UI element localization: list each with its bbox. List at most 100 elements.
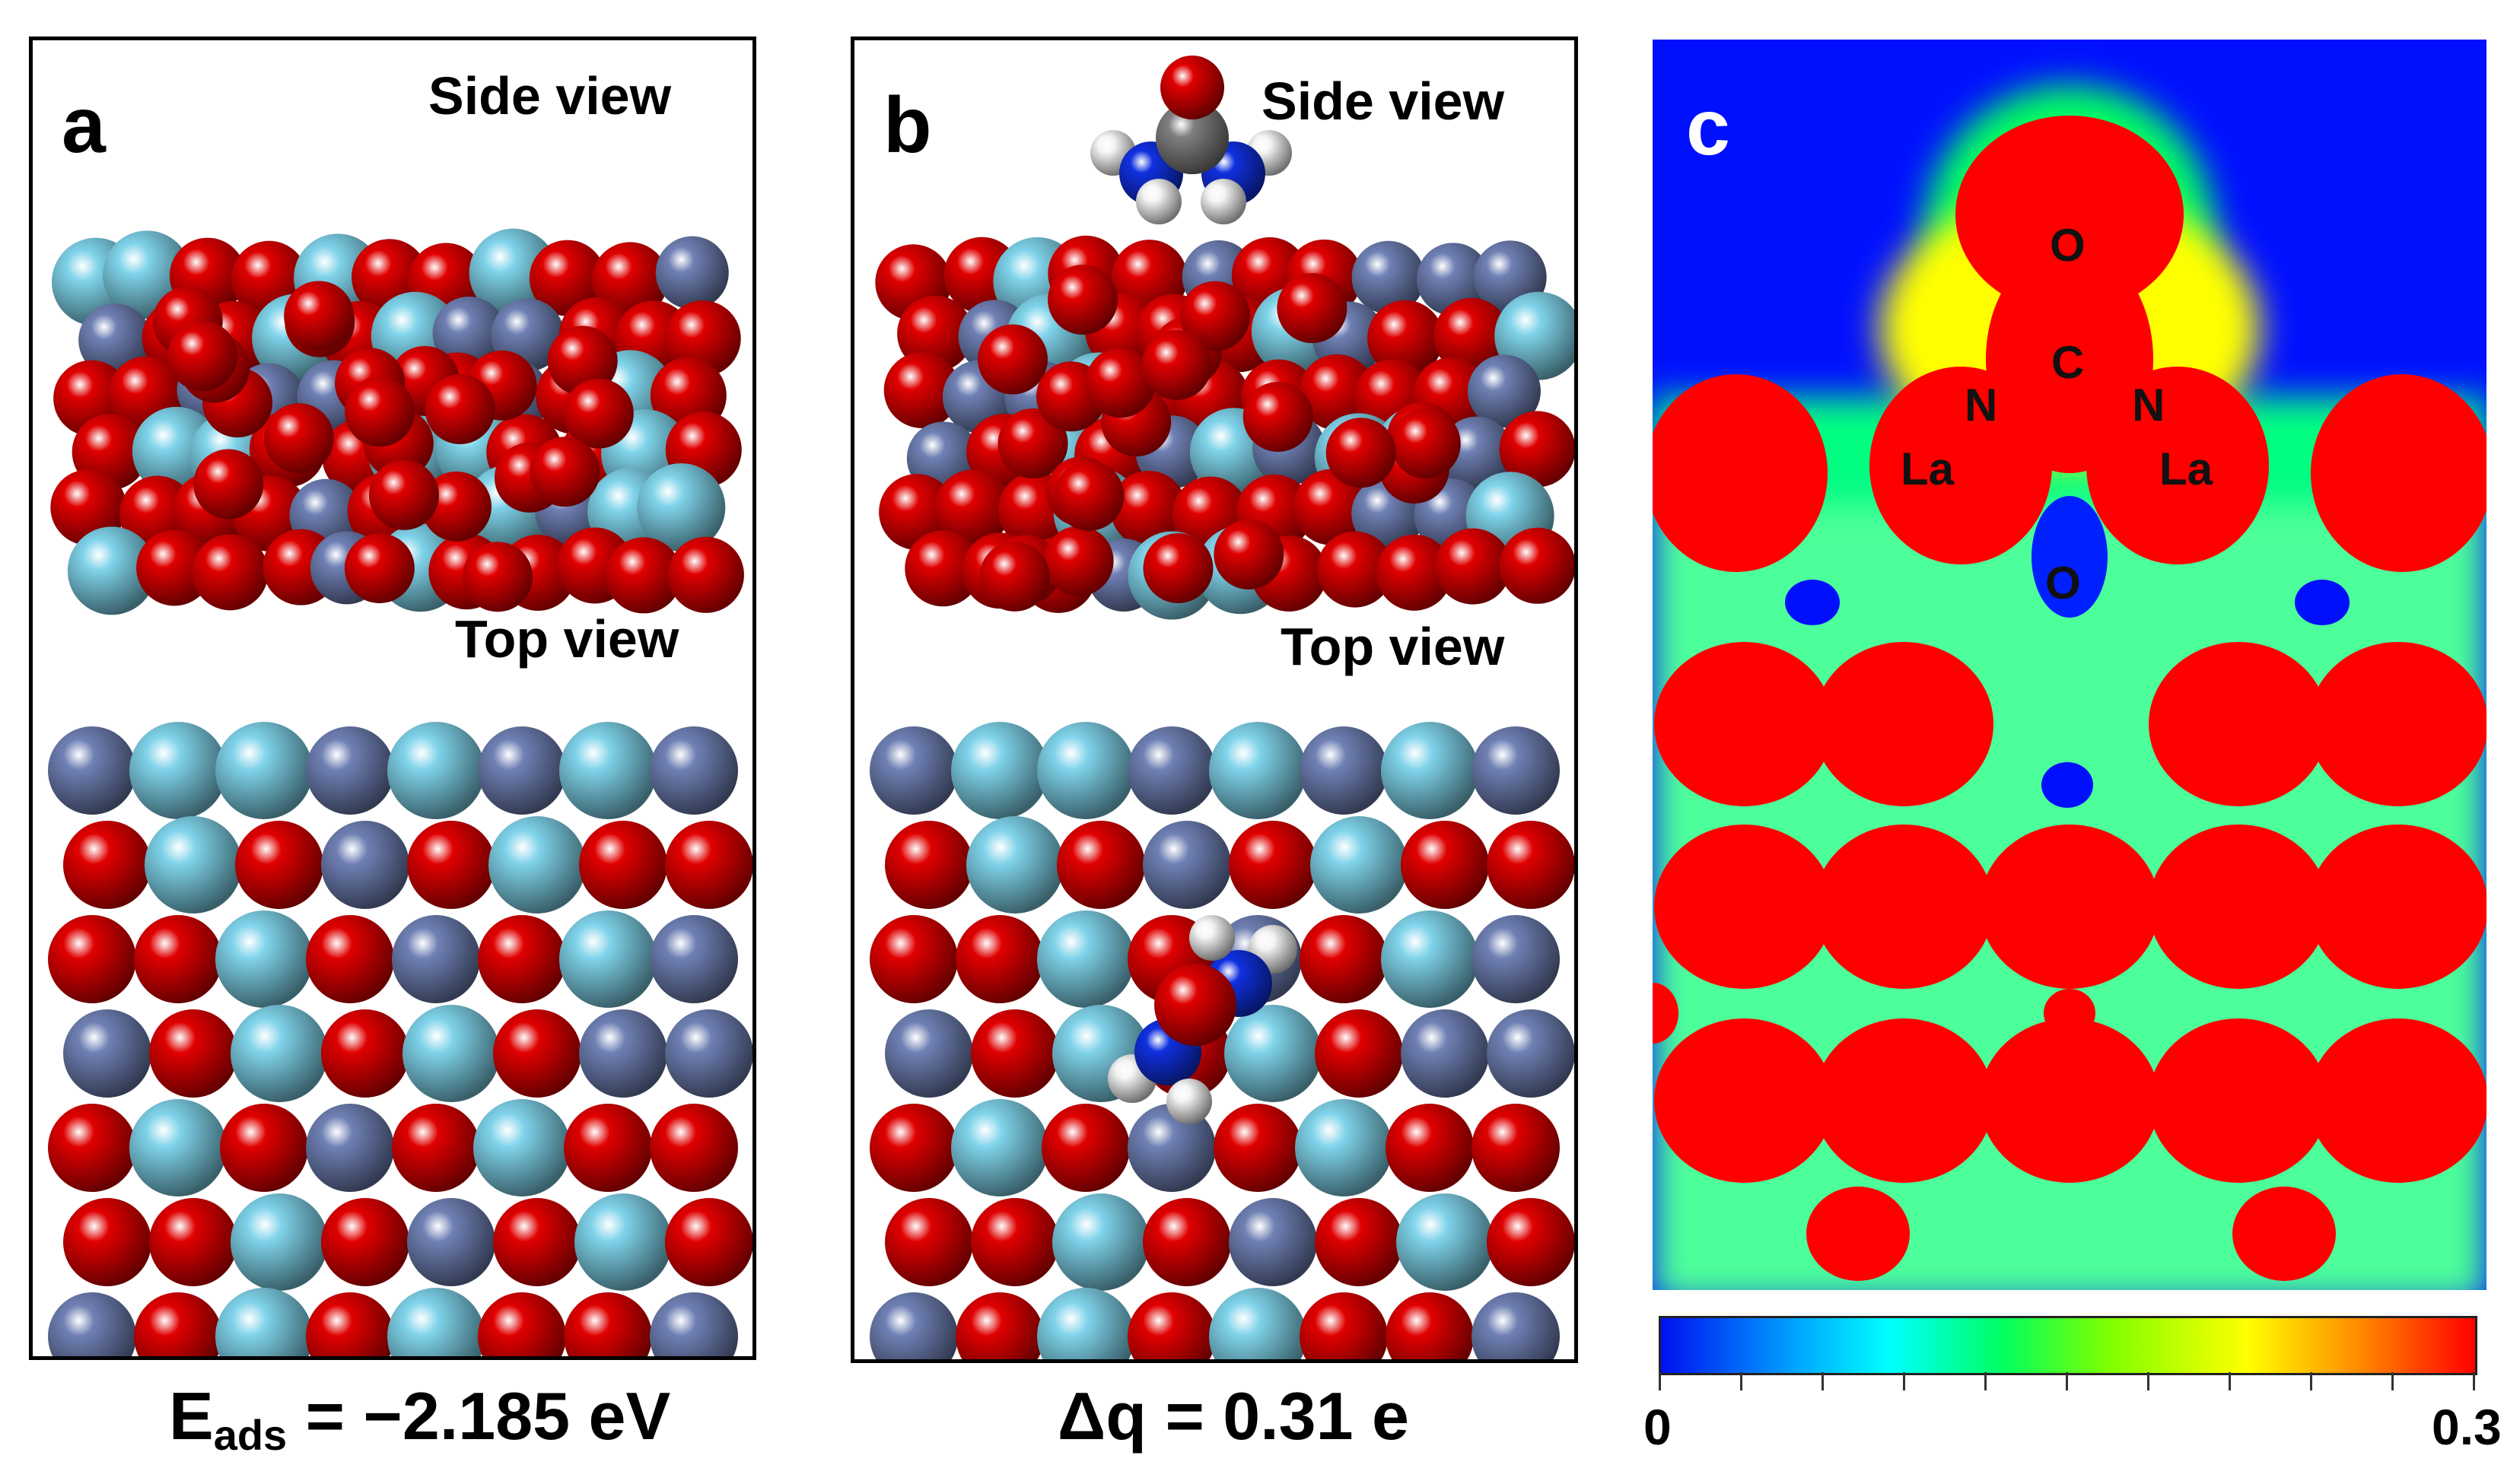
oxygen-atom bbox=[1085, 348, 1156, 418]
oxygen-atom bbox=[306, 915, 394, 1003]
oxygen-atom bbox=[664, 300, 741, 377]
lanthanum-atom bbox=[473, 1099, 571, 1196]
lanthanum-atom bbox=[1396, 1193, 1494, 1291]
panel-b-label: b bbox=[883, 81, 932, 170]
metal-atom bbox=[48, 726, 136, 815]
colorbar-tick bbox=[2229, 1372, 2231, 1390]
oxygen-atom bbox=[870, 1104, 958, 1192]
oxygen-atom bbox=[1160, 56, 1224, 119]
oxygen-atom bbox=[563, 378, 634, 449]
lanthanum-atom bbox=[387, 722, 485, 819]
oxygen-atom bbox=[136, 529, 213, 606]
oxygen-atom bbox=[1315, 1009, 1403, 1098]
oxygen-atom bbox=[606, 537, 682, 614]
oxygen-atom bbox=[1180, 281, 1251, 351]
oxygen-density-core bbox=[1955, 116, 2184, 313]
oxygen-atom bbox=[971, 1198, 1059, 1286]
lanthanum-atom bbox=[1209, 722, 1306, 819]
oxygen-atom bbox=[48, 1104, 136, 1192]
oxygen-atom bbox=[50, 469, 127, 546]
oxygen-atom bbox=[1401, 821, 1489, 909]
oxygen-atom bbox=[1277, 273, 1347, 344]
oxygen-atom bbox=[134, 915, 222, 1003]
metal-atom bbox=[1472, 915, 1560, 1003]
lanthanum-atom bbox=[1037, 910, 1134, 1008]
oxygen-atom bbox=[48, 915, 136, 1003]
oxygen-atom bbox=[1499, 411, 1574, 488]
lanthanum-atom bbox=[966, 816, 1064, 914]
metal-atom bbox=[1401, 1009, 1489, 1098]
oxygen-atom bbox=[665, 821, 752, 909]
oxygen-atom bbox=[956, 915, 1044, 1003]
metal-atom bbox=[1416, 243, 1490, 316]
lanthanum-atom bbox=[67, 526, 156, 615]
metal-atom bbox=[650, 726, 738, 815]
hydrogen-atom bbox=[1166, 1079, 1212, 1124]
lattice-atom-density bbox=[2149, 642, 2328, 806]
metal-atom bbox=[665, 1009, 752, 1098]
lattice-atom-density bbox=[2308, 825, 2487, 989]
lanthanum-atom bbox=[387, 1288, 485, 1356]
lanthanum-atom bbox=[559, 910, 657, 1008]
oxygen-atom bbox=[592, 242, 669, 319]
lanthanum-atom bbox=[402, 1005, 500, 1102]
oxygen-atom bbox=[167, 320, 238, 391]
colorbar-tick bbox=[1984, 1372, 1987, 1390]
oxygen-atom bbox=[1048, 264, 1118, 335]
lanthanum-atom bbox=[1224, 1005, 1322, 1102]
lanthanum-atom bbox=[951, 1099, 1048, 1196]
oxygen-atom bbox=[368, 459, 439, 530]
edge-left-density bbox=[1653, 374, 1828, 572]
metal-atom bbox=[655, 236, 729, 310]
lattice-atom-density bbox=[1653, 983, 1678, 1044]
oxygen-atom bbox=[1376, 534, 1452, 611]
eads-symbol: E bbox=[169, 1378, 214, 1454]
lanthanum-atom bbox=[215, 722, 313, 819]
oxygen-atom bbox=[1299, 354, 1376, 431]
metal-atom bbox=[650, 915, 738, 1003]
oxygen-atom bbox=[478, 915, 566, 1003]
charge-transfer-caption: Δq = 0.31 e bbox=[1058, 1378, 1409, 1454]
oxygen-atom bbox=[1499, 527, 1574, 604]
oxygen-atom bbox=[979, 541, 1050, 612]
metal-atom bbox=[579, 1009, 667, 1098]
oxygen-atom bbox=[1141, 329, 1212, 400]
oxygen-atom bbox=[306, 1292, 394, 1356]
oxygen-atom bbox=[1316, 531, 1393, 608]
lanthanum-atom bbox=[574, 1193, 672, 1291]
la-left-density bbox=[1869, 367, 2052, 564]
metal-atom bbox=[650, 1292, 738, 1356]
oxygen-atom bbox=[1110, 471, 1187, 548]
colorbar-max-label: 0.3 bbox=[2432, 1399, 2502, 1455]
adsorption-energy-caption: Eads = −2.185 eV bbox=[169, 1383, 670, 1457]
oxygen-atom bbox=[885, 1198, 973, 1286]
metal-atom bbox=[392, 915, 480, 1003]
lattice-atom-density bbox=[2232, 1187, 2336, 1281]
lattice-atom-density bbox=[2308, 1018, 2487, 1183]
depletion-hole bbox=[1785, 580, 1840, 625]
panel-b-top-view-label: Top view bbox=[1281, 617, 1505, 676]
oxygen-atom bbox=[235, 821, 323, 909]
panel-c-label: c bbox=[1686, 84, 1730, 172]
oxygen-atom bbox=[997, 408, 1068, 479]
oxygen-atom bbox=[1154, 964, 1236, 1046]
colorbar-tick bbox=[2066, 1372, 2068, 1390]
lanthanum-atom bbox=[559, 722, 657, 819]
colorbar-tick bbox=[2147, 1372, 2149, 1390]
lattice-atom-density bbox=[1814, 642, 1993, 806]
lanthanum-atom bbox=[1295, 1099, 1392, 1196]
oxygen-atom bbox=[192, 534, 269, 611]
oxygen-atom bbox=[1325, 418, 1396, 488]
oxygen-atom bbox=[1143, 532, 1214, 603]
panel-a: a Side view Top view bbox=[29, 37, 756, 1360]
metal-atom bbox=[1467, 354, 1541, 428]
lattice-atom-density bbox=[1814, 825, 1993, 989]
oxygen-atom bbox=[1054, 460, 1125, 531]
map-label-o-bottom: O bbox=[2045, 558, 2081, 609]
oxygen-atom bbox=[1472, 1104, 1560, 1192]
hydrogen-atom bbox=[1201, 179, 1246, 224]
oxygen-atom bbox=[1242, 382, 1313, 453]
oxygen-atom bbox=[883, 351, 960, 428]
oxygen-atom bbox=[149, 1198, 237, 1286]
charge-density-contour bbox=[1653, 85, 2487, 1290]
